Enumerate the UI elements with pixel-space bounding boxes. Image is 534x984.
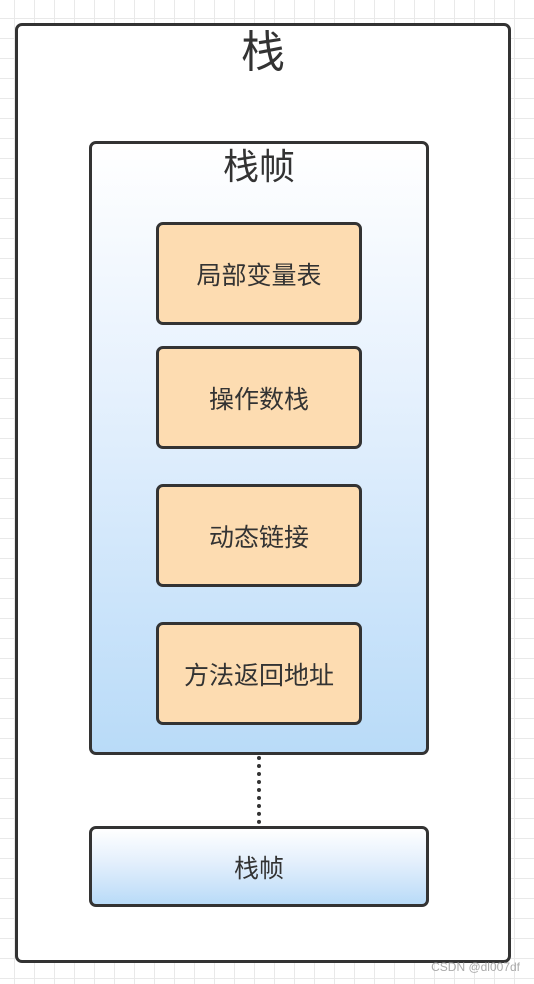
dotted-connector: [257, 756, 261, 824]
stack-title: 栈: [241, 27, 285, 78]
watermark: CSDN @dl007df: [431, 960, 520, 974]
local-variable-table-box: 局部变量表: [156, 222, 362, 325]
dynamic-linking-box: 动态链接: [156, 484, 362, 587]
operand-stack-box: 操作数栈: [156, 346, 362, 449]
stack-frame-title: 栈帧: [222, 147, 295, 188]
second-stack-frame-box: 栈帧: [89, 826, 429, 907]
return-address-box: 方法返回地址: [156, 622, 362, 725]
